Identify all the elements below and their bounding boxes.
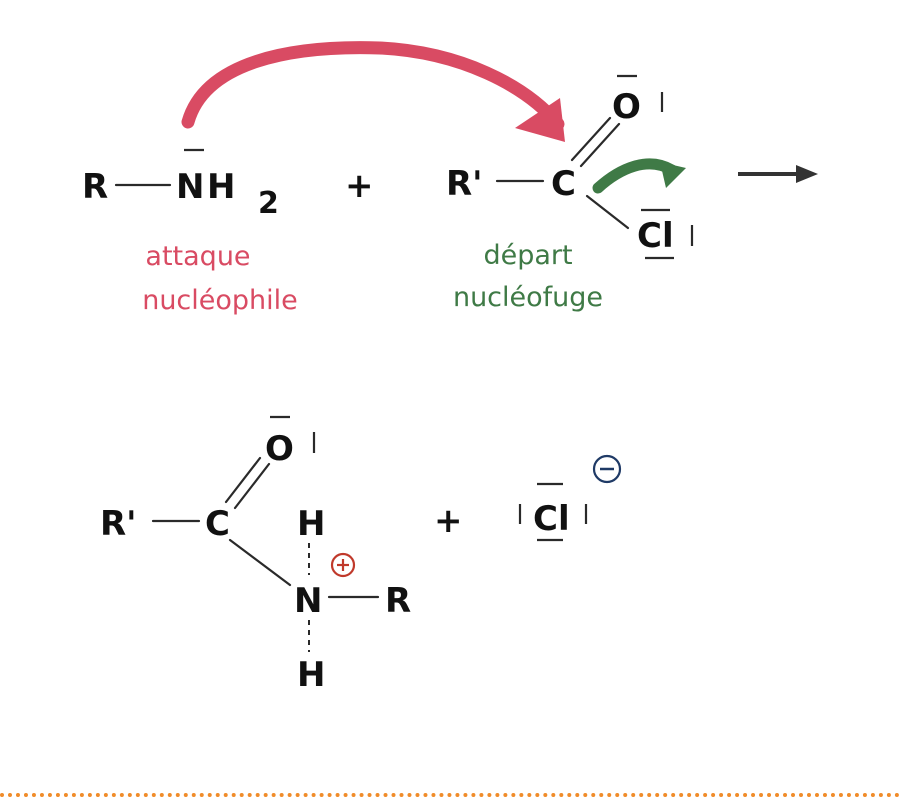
nucleophile-label-line1: attaque [145, 241, 250, 272]
int-o-atom: O [265, 429, 294, 469]
nucleophilic-attack-arrowhead [515, 98, 565, 142]
int-h-top-atom: H [297, 504, 325, 544]
leaving-label-line1: départ [483, 240, 572, 271]
nucleophilic-attack-arrow [181, 41, 565, 131]
int-c-atom: C [205, 504, 230, 544]
acyl-o-atom: O [612, 87, 641, 127]
int-c-n-bond [228, 538, 292, 587]
amine-r-atom: R [82, 167, 108, 207]
leaving-group-arrow [592, 158, 678, 194]
int-r-prime-atom: R' [100, 504, 137, 544]
amine-subscript-2: 2 [258, 186, 279, 221]
acyl-c-o-double-bond-2 [579, 122, 621, 168]
int-c-o-double-bond-1 [224, 456, 262, 504]
acyl-cl-atom: Cl [637, 216, 674, 256]
leaving-label-line2: nucléofuge [453, 282, 603, 313]
orange-dotted-divider [0, 793, 900, 797]
product-plus-sign: + [434, 501, 463, 541]
amine-h-atom: H [207, 167, 235, 207]
int-h-bottom-atom: H [297, 655, 325, 695]
acyl-r-prime-atom: R' [446, 164, 483, 204]
right-arrow-icon-head [796, 165, 818, 183]
amine-n-atom: N [176, 167, 204, 207]
reactant-plus-sign: + [345, 166, 374, 206]
int-c-o-double-bond-2 [233, 462, 271, 510]
acyl-c-o-double-bond-1 [570, 116, 612, 162]
acyl-c-cl-bond [585, 194, 630, 230]
acyl-c-atom: C [551, 164, 576, 204]
cl-anion-atom: Cl [533, 499, 570, 539]
int-r-atom: R [385, 581, 411, 621]
positive-charge-icon [330, 552, 356, 578]
leaving-group-arrowhead [660, 162, 686, 188]
nucleophile-label-line2: nucléophile [142, 285, 298, 316]
int-n-atom: N [294, 581, 322, 621]
negative-charge-icon [592, 454, 622, 484]
